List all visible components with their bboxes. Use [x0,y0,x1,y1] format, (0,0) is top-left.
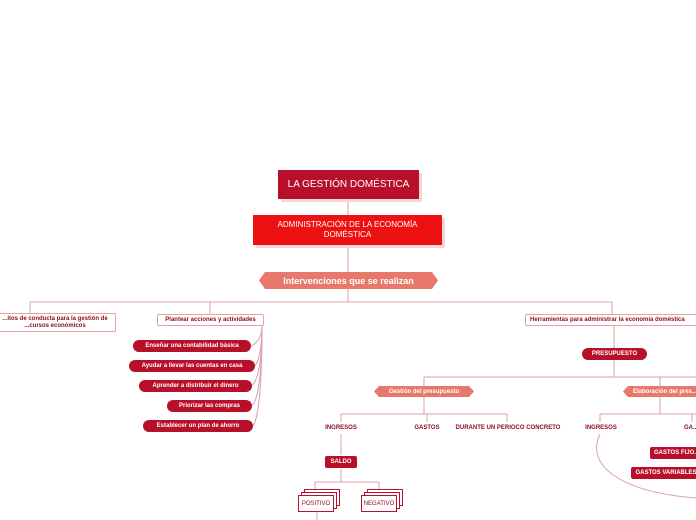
negativo-node[interactable]: NEGATIVO [361,495,397,512]
gestion-periodo[interactable]: DURANTE UN PERIOCO CONCRETO [455,425,561,431]
gestion-node[interactable]: Gestión del presupuesto [374,386,474,397]
branch-plantear[interactable]: Plantear acciones y actividades [157,314,264,326]
action-item[interactable]: Establecer un plan de ahorro [143,420,253,432]
positivo-node[interactable]: POSITIVO [298,495,334,512]
gastos-fijos-node[interactable]: GASTOS FIJO... [650,447,696,459]
gestion-gastos[interactable]: GASTOS [414,425,440,431]
gestion-ingresos[interactable]: INGRESOS [325,425,357,431]
action-item[interactable]: Aprender a distribuir el dinero [139,380,252,392]
action-item[interactable]: Priorizar las compras [167,400,252,412]
branch-herramientas[interactable]: Herramientas para administrar la economí… [525,314,696,326]
admin-node[interactable]: ADMINISTRACIÓN DE LA ECONOMÍA DOMÉSTICA [253,215,442,245]
branch-conducta[interactable]: ...itos de conducta para la gestión de .… [0,313,116,332]
action-item[interactable]: Enseñar una contabilidad básica [133,340,251,352]
presupuesto-node[interactable]: PRESUPUESTO [582,348,647,360]
saldo-node[interactable]: SALDO [325,456,357,468]
action-item[interactable]: Ayudar a llevar las cuentas en casa [129,360,255,372]
elaboracion-gastos[interactable]: GA... [684,425,696,431]
root-node[interactable]: LA GESTIÓN DOMÉSTICA [278,170,419,199]
elaboracion-ingresos[interactable]: INGRESOS [585,425,617,431]
gastos-variables-node[interactable]: GASTOS VARIABLES [631,467,696,479]
interventions-node[interactable]: Intervenciones que se realizan [259,272,438,289]
elaboracion-node[interactable]: Elaboración del pres... [623,386,696,397]
